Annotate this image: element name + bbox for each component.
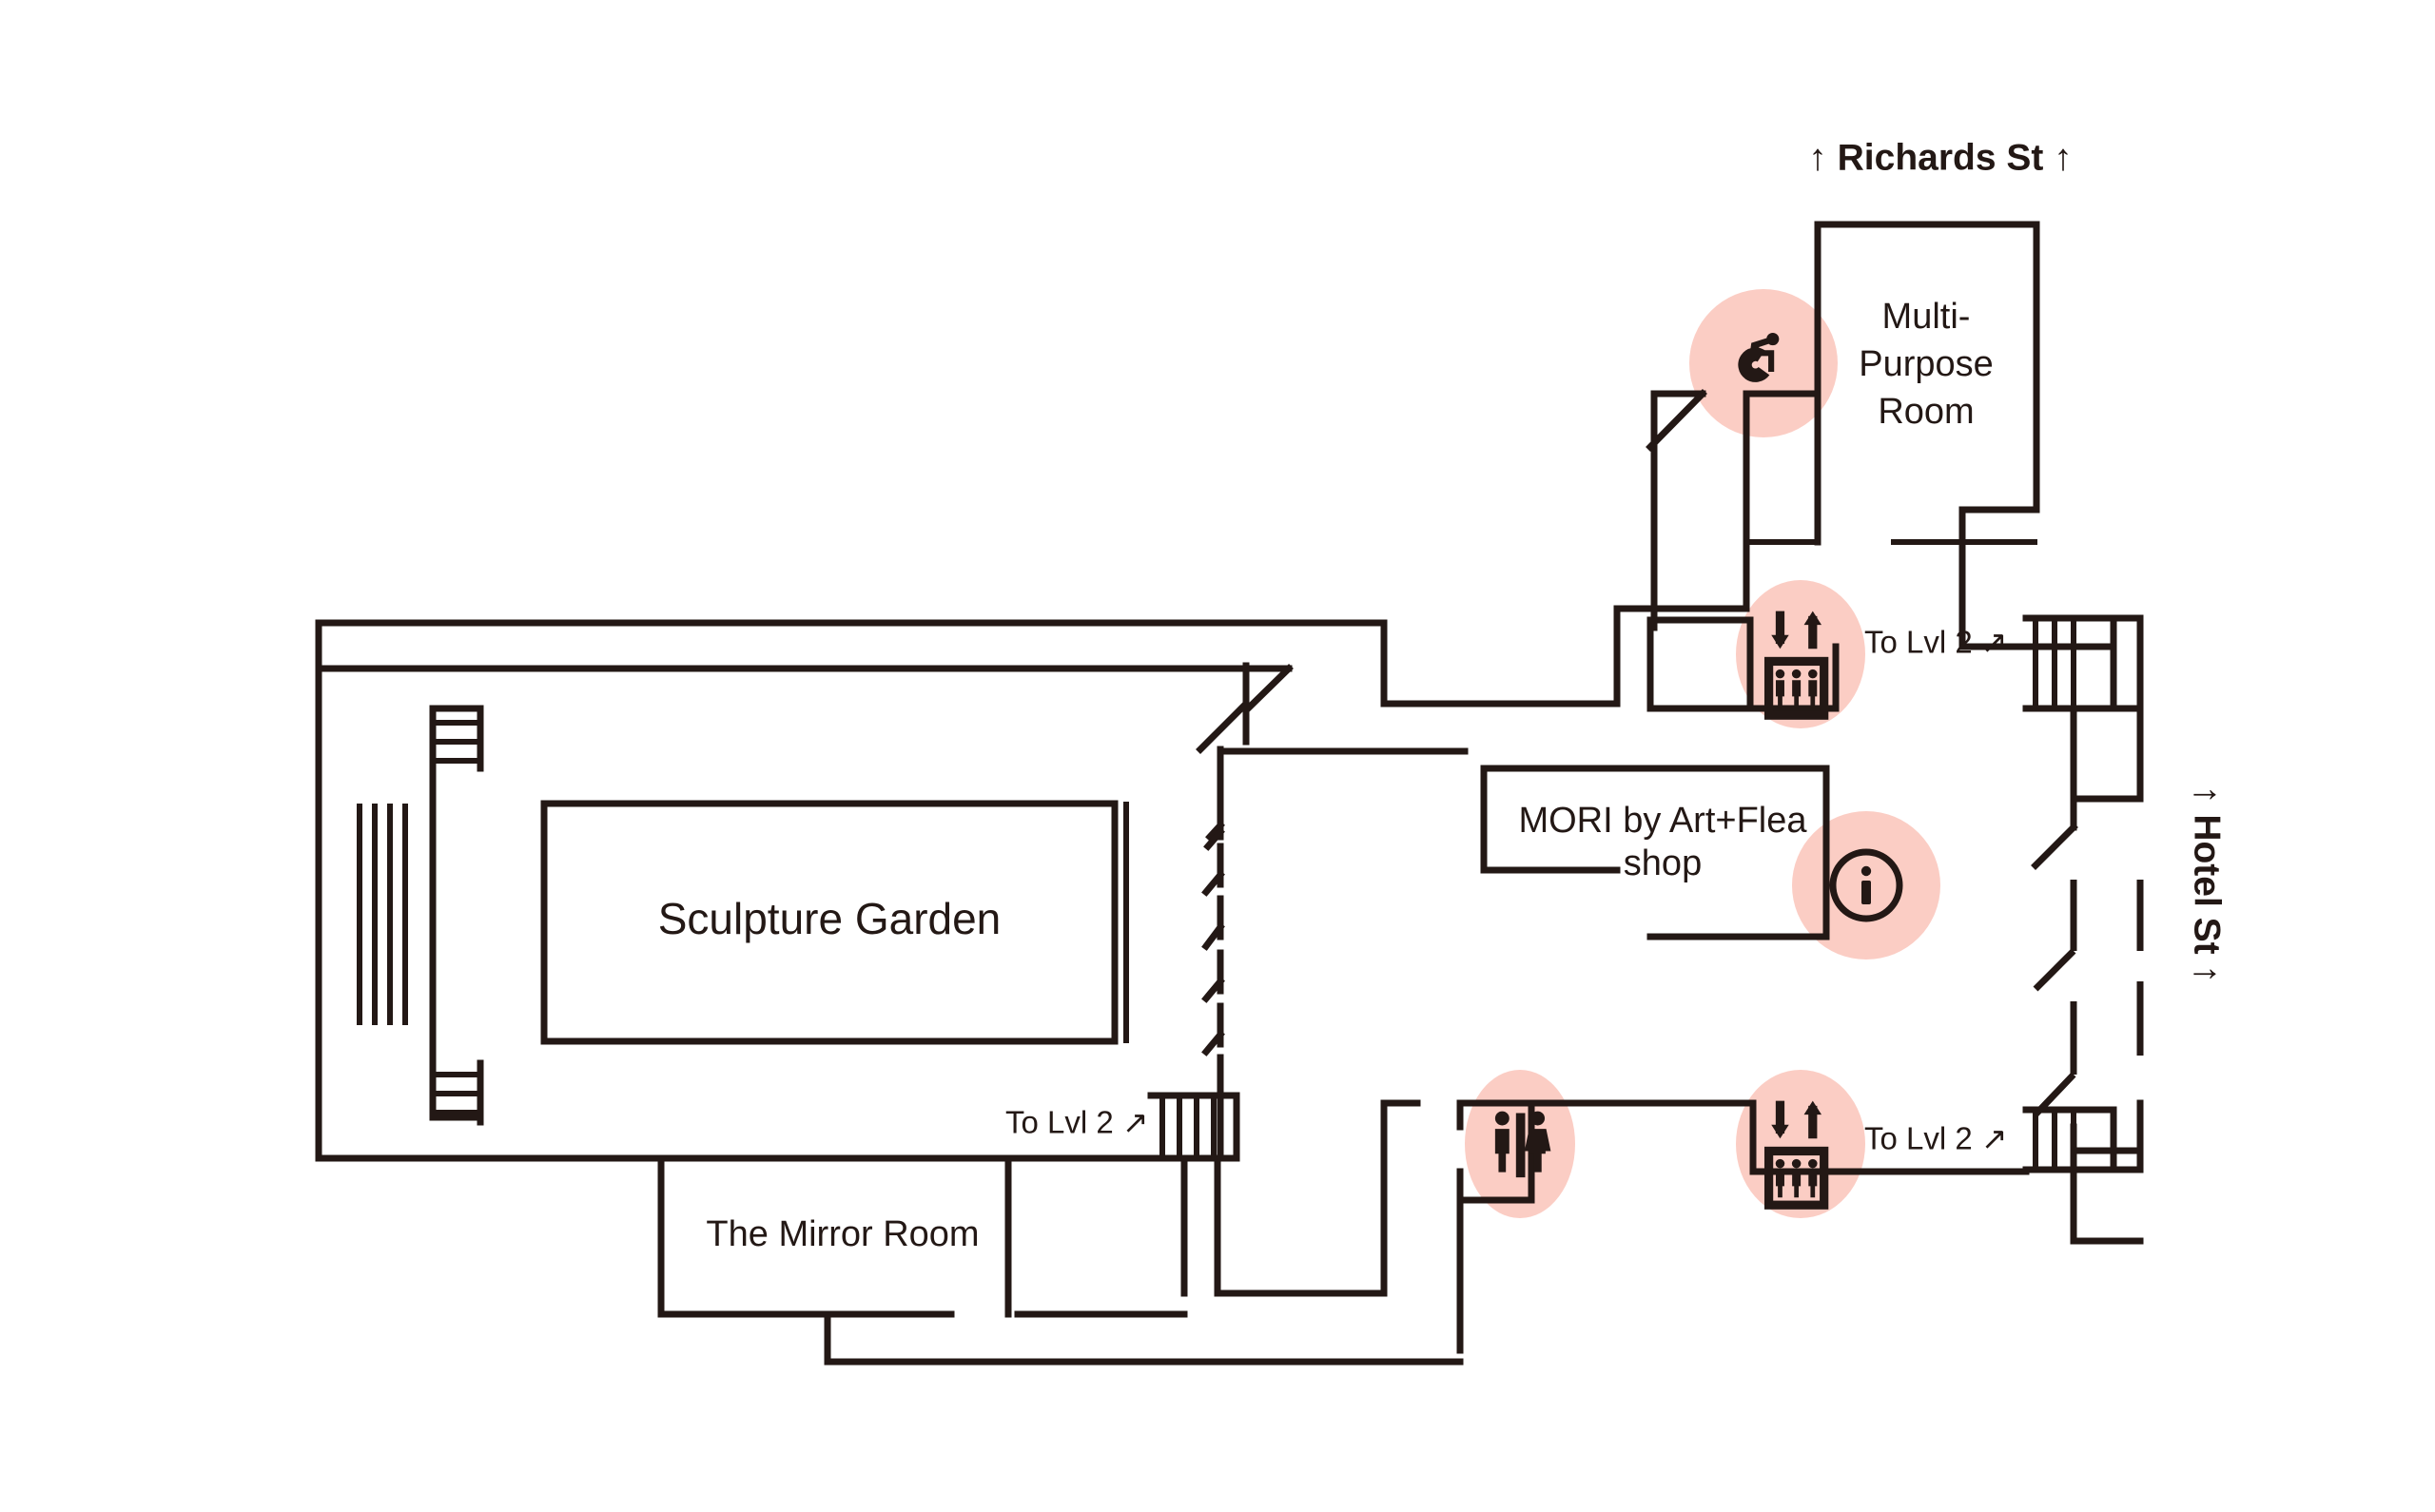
gallery-ne-corner-chamfer bbox=[1241, 664, 1294, 715]
poi-halo-layer bbox=[1465, 289, 1940, 1218]
street-label-hotel-st: ↑ Hotel St ↑ bbox=[2187, 785, 2228, 983]
stairs-lower-block bbox=[2022, 1106, 2117, 1173]
information-icon[interactable] bbox=[1829, 848, 1903, 922]
north-corridor-top bbox=[315, 619, 1388, 708]
hotel-vestibule-lower-top bbox=[2070, 1123, 2144, 1154]
center-door-swing-2 bbox=[1201, 870, 1225, 897]
mpr-to-stairs-wall bbox=[1958, 538, 2117, 650]
center-door-swing-4 bbox=[1201, 977, 1225, 1003]
bottom-outer-corridor bbox=[824, 1310, 1464, 1366]
lower-corridor-left bbox=[1214, 1099, 1388, 1297]
stairs-lower-left-block bbox=[1147, 1092, 1240, 1162]
wheelchair-accessible-icon[interactable] bbox=[1738, 333, 1780, 382]
mpr-lower-right-notch bbox=[1958, 506, 2040, 546]
room-label-multi-purpose-room-line1: Multi- bbox=[1882, 297, 1971, 337]
elev-lower-enclosure bbox=[1749, 1099, 2030, 1175]
poi-icon-layer bbox=[1494, 333, 1903, 1210]
center-door-swing-1b bbox=[1203, 827, 1225, 851]
center-door-swing-3 bbox=[1201, 922, 1225, 951]
center-door-swing-5 bbox=[1201, 1030, 1225, 1056]
elevator-icon-lower[interactable] bbox=[1763, 1100, 1829, 1210]
hotel-door-upper-swing bbox=[2031, 823, 2078, 870]
ramp-diagonal bbox=[1646, 389, 1707, 452]
mpr-outer-wall bbox=[1814, 221, 2040, 514]
label-layer: ↑ Richards St ↑ ↑ Hotel St ↑ Multi- Purp… bbox=[658, 137, 2228, 1254]
mori-left-wall bbox=[1480, 765, 1621, 874]
hotel-vestibule-upper bbox=[2070, 614, 2144, 712]
hotel-facade-swing-1 bbox=[2033, 948, 2076, 992]
elevator-icon-upper[interactable] bbox=[1763, 611, 1829, 720]
street-label-richards-st: ↑ Richards St ↑ bbox=[1808, 137, 2072, 178]
accessible-ramp-halo bbox=[1689, 289, 1838, 437]
elev-upper-enclosure bbox=[1646, 616, 1840, 712]
sculpture-garden-outline bbox=[540, 800, 1119, 1045]
center-door-swing-0 bbox=[1196, 699, 1251, 754]
hotel-vestibule-upper-2 bbox=[2070, 705, 2144, 803]
room-label-mori-shop-line2: shop bbox=[1624, 843, 1702, 883]
room-label-mirror-room: The Mirror Room bbox=[706, 1214, 979, 1254]
room-label-sculpture-garden: Sculpture Garden bbox=[658, 894, 1002, 943]
restrooms-icon[interactable] bbox=[1494, 1111, 1551, 1178]
room-label-multi-purpose-room-line3: Room bbox=[1878, 392, 1974, 432]
walls-layer bbox=[315, 221, 2144, 1366]
room-label-mori-shop-line1: MORI by Art+Flea bbox=[1518, 801, 1807, 841]
wayfinding-label-to-lvl-2-upper-right[interactable]: To Lvl 2 ↗ bbox=[1864, 625, 2008, 660]
center-door-swing-1 bbox=[1205, 821, 1225, 842]
wayfinding-label-to-lvl-2-lower-right[interactable]: To Lvl 2 ↗ bbox=[1864, 1121, 2008, 1156]
upper-corridor-wall bbox=[1380, 538, 1750, 708]
room-label-multi-purpose-room-line2: Purpose bbox=[1859, 344, 1994, 384]
stairs-upper-block bbox=[2022, 614, 2117, 712]
ramp-entry-wall bbox=[1743, 390, 1821, 546]
wayfinding-label-to-lvl-2-lower-left[interactable]: To Lvl 2 ↗ bbox=[1005, 1105, 1149, 1140]
